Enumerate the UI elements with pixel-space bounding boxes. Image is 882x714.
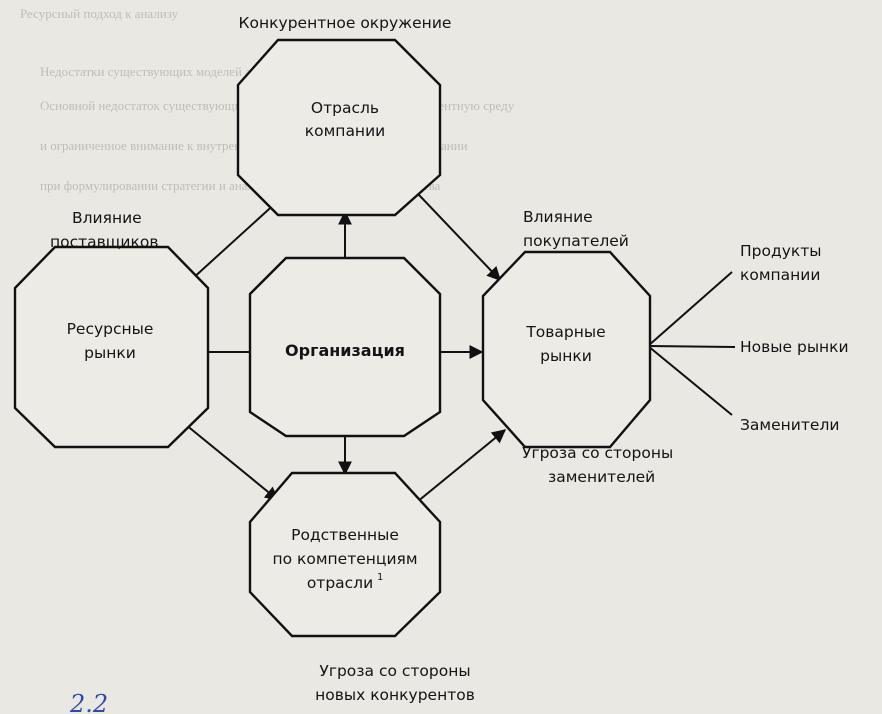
- edge-to-products: [647, 271, 733, 347]
- connectors: [179, 174, 736, 521]
- new-entrants-threat-line-2: новых конкурентов: [315, 686, 475, 704]
- suppliers-influence-line-2: поставщиков: [50, 233, 158, 251]
- related-label-line-1: Родственные: [291, 526, 399, 544]
- node-organization: [248, 256, 442, 438]
- handwritten-number: 2.2: [69, 690, 108, 714]
- new-entrants-threat-line-1: Угроза со стороны: [319, 662, 470, 680]
- edge-resource-to-related: [179, 419, 280, 501]
- substitutes-threat-line-1: Угроза со стороны: [522, 444, 673, 462]
- industry-label-line-2: компании: [305, 122, 385, 140]
- buyers-influence-line-1: Влияние: [523, 208, 593, 226]
- substitutes-threat-line-2: заменителей: [548, 468, 655, 486]
- related-label-line-3: отрасли: [307, 574, 373, 592]
- node-product-markets: [481, 250, 652, 449]
- organization-label: Организация: [285, 341, 405, 360]
- product-markets-label-line-1: Товарные: [525, 323, 605, 341]
- output-new-markets: Новые рынки: [740, 338, 849, 356]
- related-label-line-2: по компетенциям: [272, 550, 417, 568]
- resource-markets-label-line-2: рынки: [84, 344, 136, 362]
- ghost-line-2: Недостатки существующих моделей анализа: [40, 64, 288, 79]
- resource-markets-label-line-1: Ресурсные: [67, 320, 154, 338]
- edge-to-new-markets: [647, 345, 736, 348]
- node-related-industries: [248, 471, 442, 638]
- output-substitutes: Заменители: [740, 416, 839, 434]
- footnote-mark: 1: [377, 572, 383, 583]
- suppliers-influence-line-1: Влияние: [72, 209, 142, 227]
- edge-to-substitutes: [647, 345, 733, 416]
- top-caption: Конкурентное окружение: [239, 14, 452, 32]
- buyers-influence-line-2: покупателей: [523, 232, 629, 250]
- industry-label-line-1: Отрасль: [311, 99, 379, 117]
- output-products-line-2: компании: [740, 266, 820, 284]
- node-industry: [236, 38, 442, 217]
- product-markets-label-line-2: рынки: [540, 347, 592, 365]
- ghost-line-1: Ресурсный подход к анализу: [20, 6, 179, 21]
- node-resource-markets: [13, 245, 210, 449]
- output-products-line-1: Продукты: [740, 242, 822, 260]
